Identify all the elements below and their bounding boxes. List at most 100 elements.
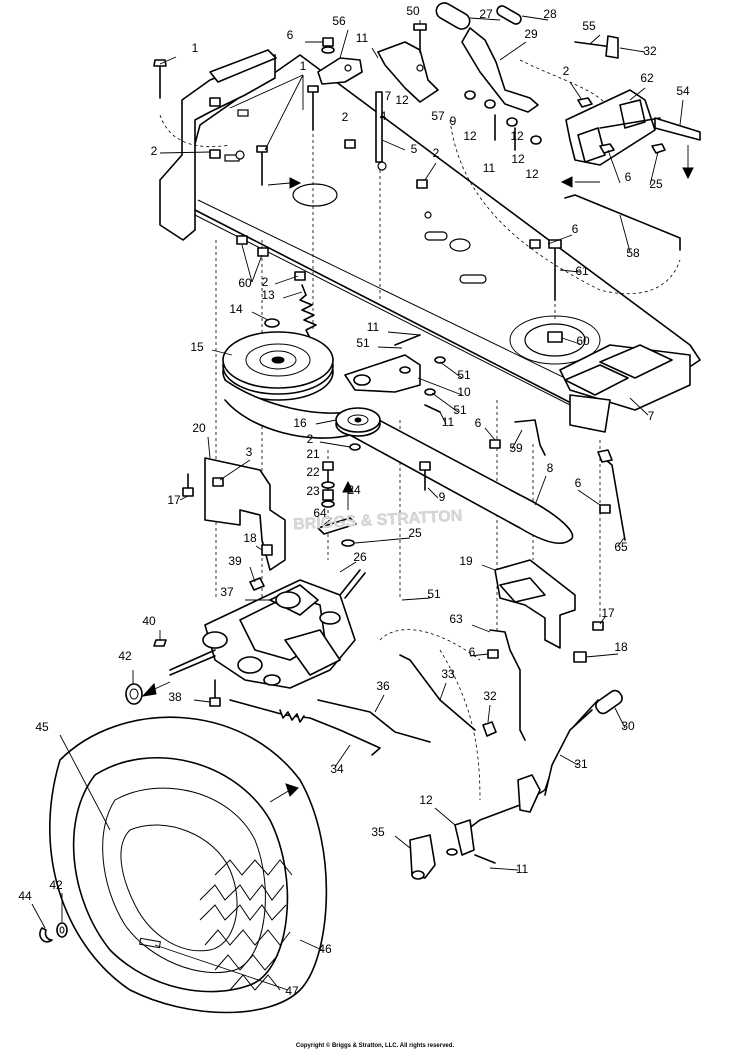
callout-2: 2 — [563, 64, 570, 78]
callout-20: 20 — [192, 421, 206, 435]
callout-14: 14 — [229, 302, 243, 316]
callout-2: 2 — [262, 275, 269, 289]
callout-61: 61 — [575, 264, 589, 278]
callout-22: 22 — [306, 465, 320, 479]
callout-46: 46 — [318, 942, 332, 956]
callout-21: 21 — [306, 447, 320, 461]
transaxle — [125, 569, 366, 707]
callout-6: 6 — [575, 476, 582, 490]
callout-65: 65 — [614, 540, 628, 554]
callout-7: 7 — [648, 409, 655, 423]
callout-7: 7 — [385, 89, 392, 103]
copyright-text: Copyright © Briggs & Stratton, LLC. All … — [295, 1043, 455, 1049]
callout-40: 40 — [142, 614, 156, 628]
callout-38: 38 — [168, 690, 182, 704]
callout-57: 57 — [431, 109, 445, 123]
callout-6: 6 — [625, 170, 632, 184]
pulley-group — [222, 284, 574, 547]
callout-62: 62 — [640, 71, 654, 85]
bracket-left — [182, 457, 286, 571]
callout-59: 59 — [509, 441, 523, 455]
callout-9: 9 — [439, 490, 446, 504]
callout-10: 10 — [457, 385, 471, 399]
callout-12: 12 — [463, 129, 477, 143]
callout-11: 11 — [442, 415, 455, 429]
callout-6: 6 — [572, 222, 579, 236]
direction-arrows — [267, 145, 694, 189]
callout-32: 32 — [643, 44, 657, 58]
callout-26: 26 — [353, 550, 367, 564]
callout-12: 12 — [525, 167, 539, 181]
callout-39: 39 — [228, 554, 242, 568]
callout-24: 24 — [347, 483, 361, 497]
callout-55: 55 — [582, 19, 596, 33]
callout-63: 63 — [449, 612, 463, 626]
callout-17: 17 — [167, 493, 181, 507]
callout-56: 56 — [332, 14, 346, 28]
callout-51: 51 — [457, 368, 471, 382]
callout-12: 12 — [395, 93, 409, 107]
callout-45: 45 — [35, 720, 49, 734]
callout-31: 31 — [574, 757, 588, 771]
callout-8: 8 — [547, 461, 554, 475]
callout-54: 54 — [676, 84, 690, 98]
callout-12: 12 — [419, 793, 433, 807]
callout-25: 25 — [649, 177, 663, 191]
rear-rod — [236, 194, 681, 343]
callout-35: 35 — [371, 825, 385, 839]
rear-tire — [39, 716, 328, 1014]
main-frame — [159, 49, 701, 433]
callout-2: 2 — [307, 432, 314, 446]
callout-42: 42 — [49, 878, 63, 892]
callout-51: 51 — [427, 587, 441, 601]
callout-51: 51 — [356, 336, 370, 350]
callout-5: 5 — [411, 142, 418, 156]
rods-right — [489, 419, 626, 541]
callout-33: 33 — [441, 667, 455, 681]
control-lever — [409, 629, 623, 880]
callout-47: 47 — [285, 984, 299, 998]
callout-34: 34 — [330, 762, 344, 776]
callout-1: 1 — [300, 59, 307, 73]
leader-lines — [31, 15, 684, 991]
callout-11: 11 — [516, 862, 529, 876]
callout-29: 29 — [524, 27, 538, 41]
callout-11: 11 — [367, 320, 380, 334]
callout-60: 60 — [576, 334, 590, 348]
callout-28: 28 — [543, 7, 557, 21]
callout-13: 13 — [261, 288, 275, 302]
callout-11: 11 — [356, 31, 369, 45]
callout-18: 18 — [243, 531, 257, 545]
callout-50: 50 — [406, 4, 420, 18]
callout-9: 9 — [450, 114, 457, 128]
callout-12: 12 — [511, 152, 525, 166]
callout-11: 11 — [483, 161, 496, 175]
callout-25: 25 — [408, 526, 422, 540]
callout-42: 42 — [118, 649, 132, 663]
callout-51: 51 — [453, 403, 467, 417]
callout-36: 36 — [376, 679, 390, 693]
callout-2: 2 — [151, 144, 158, 158]
callout-4: 4 — [380, 109, 387, 123]
callout-15: 15 — [190, 340, 204, 354]
callout-3: 3 — [246, 445, 253, 459]
rods-lower — [229, 654, 497, 756]
callout-12: 12 — [510, 129, 524, 143]
callout-37: 37 — [220, 585, 234, 599]
callout-19: 19 — [459, 554, 473, 568]
callout-23: 23 — [306, 484, 320, 498]
callout-6: 6 — [469, 645, 476, 659]
front-linkage — [153, 2, 701, 189]
callout-18: 18 — [614, 640, 628, 654]
bracket-right — [494, 559, 604, 663]
callout-27: 27 — [479, 7, 493, 21]
callout-2: 2 — [433, 146, 440, 160]
callout-44: 44 — [18, 889, 32, 903]
callout-64: 64 — [313, 506, 327, 520]
callout-58: 58 — [626, 246, 640, 260]
callout-1: 1 — [192, 41, 199, 55]
callout-6: 6 — [287, 28, 294, 42]
callout-32: 32 — [483, 689, 497, 703]
